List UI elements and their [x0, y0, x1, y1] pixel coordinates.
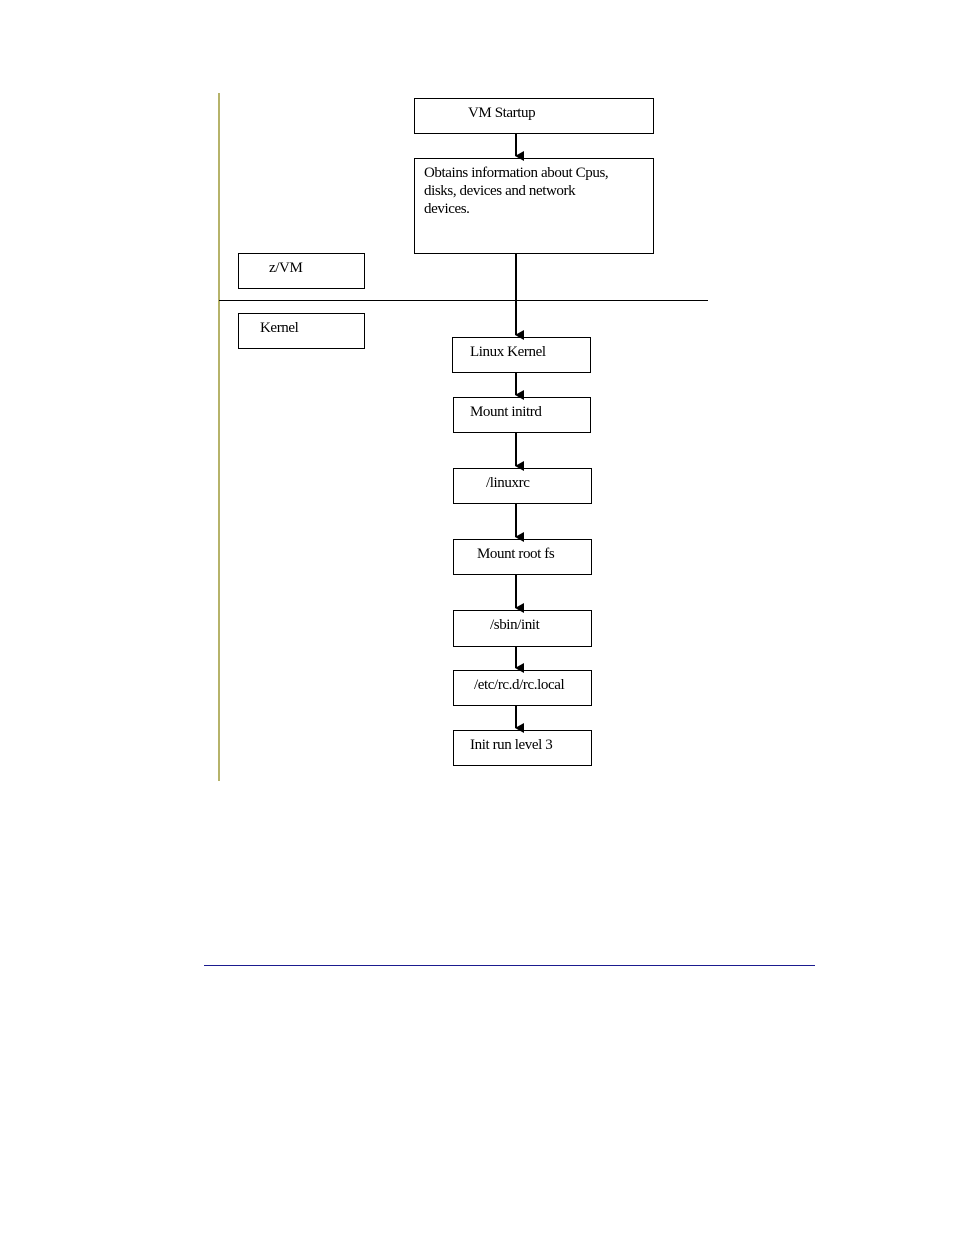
footer-rule: [204, 965, 815, 966]
lane-label-zvm-text: z/VM: [269, 259, 302, 277]
step-init-run-level: Init run level 3: [453, 730, 592, 766]
step-rc-local: /etc/rc.d/rc.local: [453, 670, 592, 706]
lane-label-kernel-text: Kernel: [260, 319, 298, 337]
left-margin-rule: [218, 93, 220, 781]
step-init-run-level-text: Init run level 3: [470, 736, 552, 754]
step-linux-kernel-text: Linux Kernel: [470, 343, 546, 361]
step-linuxrc: /linuxrc: [453, 468, 592, 504]
step-sbin-init-text: /sbin/init: [490, 616, 539, 634]
step-rc-local-text: /etc/rc.d/rc.local: [474, 676, 564, 694]
step-vm-startup-text: VM Startup: [468, 104, 535, 122]
step-linuxrc-text: /linuxrc: [486, 474, 529, 492]
step-mount-initrd-text: Mount initrd: [470, 403, 541, 421]
step-obtain-info: Obtains information about Cpus, disks, d…: [414, 158, 654, 254]
step-mount-root-fs-text: Mount root fs: [477, 545, 554, 563]
step-vm-startup: VM Startup: [414, 98, 654, 134]
step-obtain-info-text: Obtains information about Cpus, disks, d…: [424, 164, 609, 218]
lane-label-kernel: Kernel: [238, 313, 365, 349]
zvm-kernel-divider: [219, 300, 708, 301]
step-linux-kernel: Linux Kernel: [452, 337, 591, 373]
step-mount-root-fs: Mount root fs: [453, 539, 592, 575]
step-mount-initrd: Mount initrd: [453, 397, 591, 433]
lane-label-zvm: z/VM: [238, 253, 365, 289]
step-sbin-init: /sbin/init: [453, 610, 592, 647]
